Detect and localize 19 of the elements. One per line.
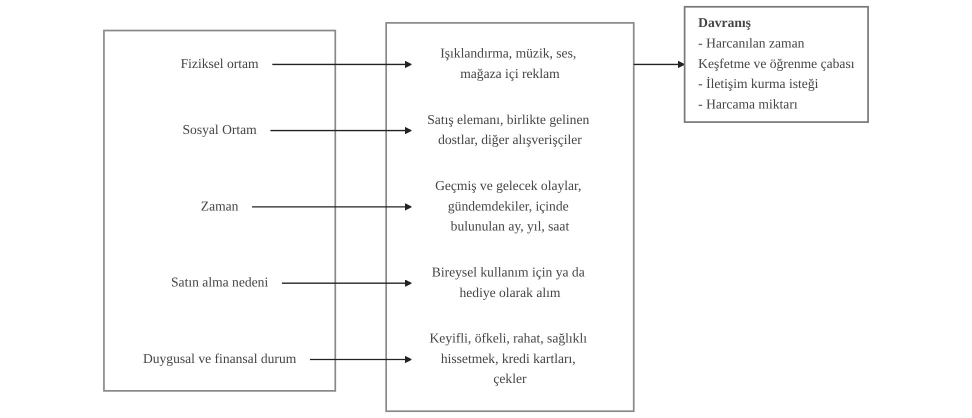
node-text: Satış elemanı, birlikte gelinen dostlar, diğer alışverişçiler bbox=[427, 112, 590, 148]
node-text: Sosyal Ortam bbox=[182, 122, 257, 138]
arrow bbox=[634, 60, 685, 68]
node-text: Zaman bbox=[200, 199, 238, 214]
node-text: Fiziksel ortam bbox=[180, 56, 259, 72]
node-text: Keyifli, öfkeli, rahat, sağlıklı hissetmek, kredi kartları, çekler bbox=[430, 332, 587, 387]
arrow bbox=[282, 279, 412, 287]
node-text: Satın alma nedeni bbox=[171, 276, 268, 290]
node-text: Geçmiş ve gelecek olaylar, gündemdekiler, içinde bulunulan ay, yıl, saat bbox=[435, 178, 582, 234]
node-box: Davranış - Harcanılan zaman Keşfetme ve öğrenme çabası - İletişim kurma isteği - Harcama miktarı bbox=[684, 6, 869, 123]
arrow bbox=[272, 60, 412, 68]
cluster bbox=[385, 22, 635, 412]
arrow bbox=[252, 203, 412, 211]
node-text: Duygusal ve finansal durum bbox=[142, 352, 296, 366]
node-text: Bireysel kullanım için ya da hediye olarak alım bbox=[432, 265, 585, 300]
cluster bbox=[103, 30, 336, 392]
arrow bbox=[270, 126, 412, 134]
node-text: Işıklandırma, müzik, ses, mağaza içi reklam bbox=[440, 46, 576, 82]
arrow bbox=[310, 356, 412, 364]
